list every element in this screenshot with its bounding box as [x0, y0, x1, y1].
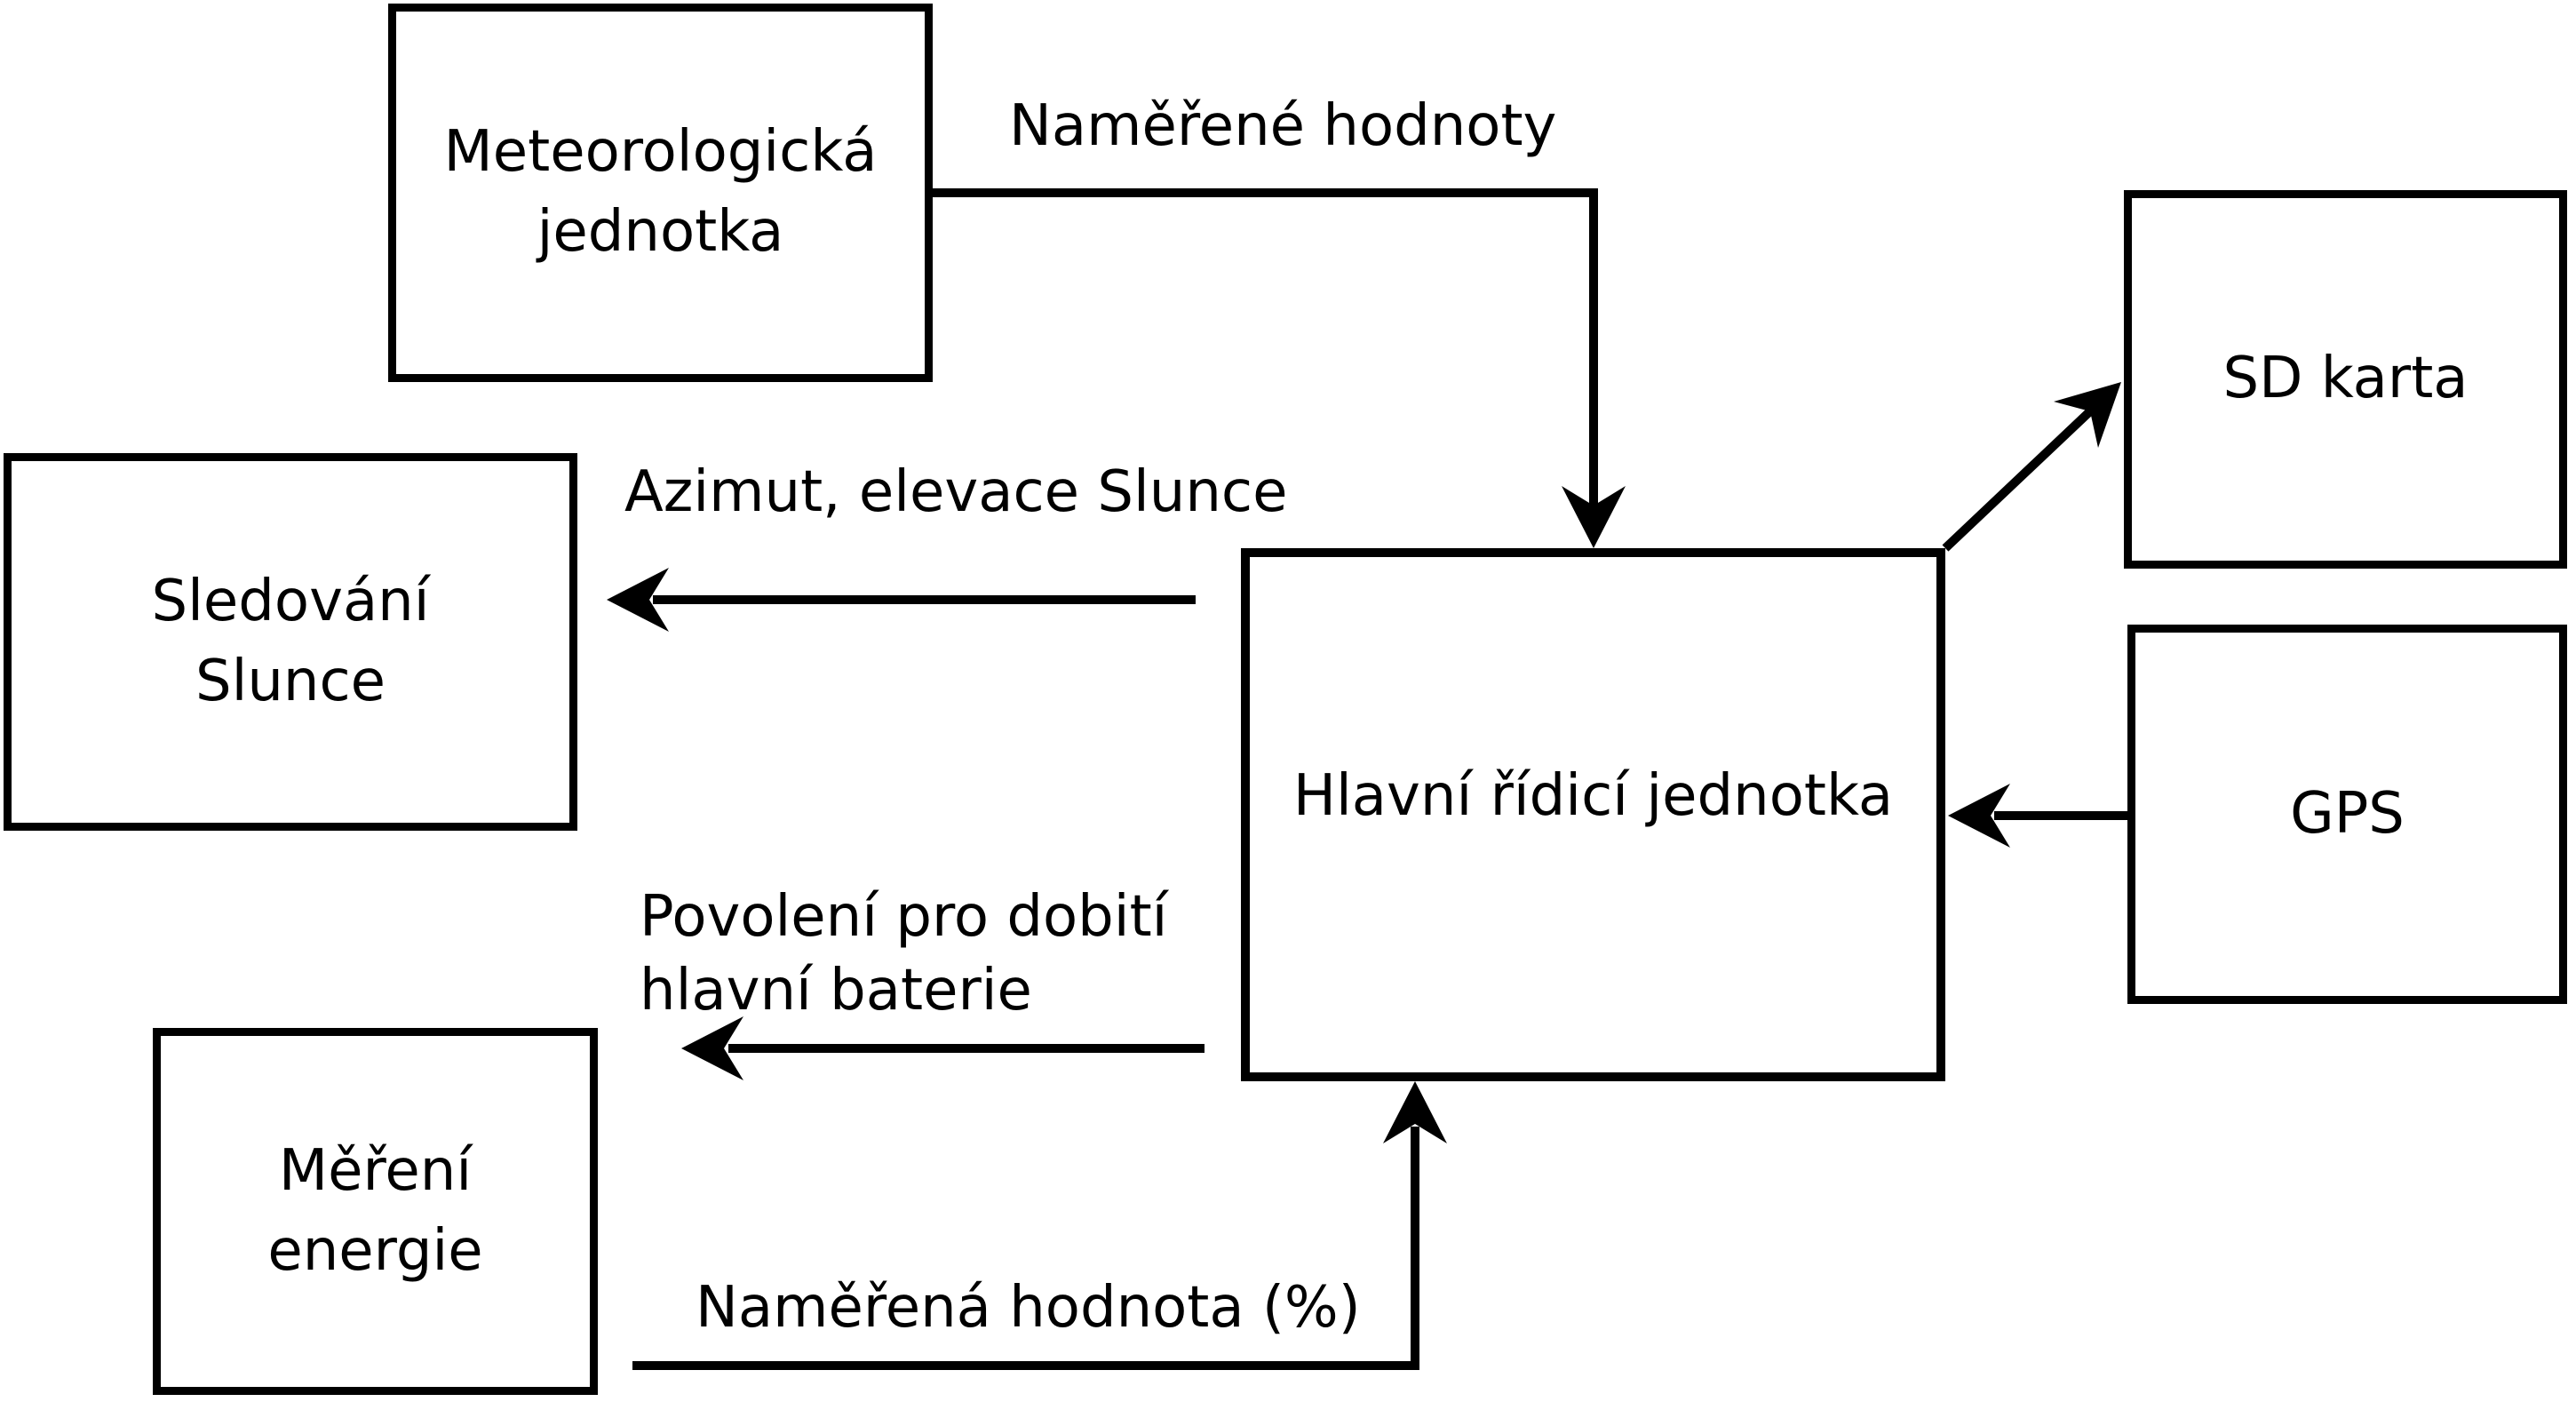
node-label: SD karta — [2222, 339, 2468, 419]
node-label-line: Měření — [278, 1137, 473, 1204]
node-label: Měření energie — [267, 1132, 482, 1291]
node-label: Meteorologická jednotka — [444, 113, 878, 272]
node-hlavni-ridici-jednotka: Hlavní řídicí jednotka — [1241, 548, 1945, 1081]
node-label-line: Hlavní řídicí jednotka — [1292, 763, 1894, 830]
node-label-line: energie — [267, 1217, 483, 1284]
node-label-line: Slunce — [195, 648, 386, 714]
edge-label-namerene-hodnoty: Naměřené hodnoty — [1009, 93, 1557, 159]
edge-meteo-to-hlavni-line — [933, 188, 1598, 508]
edge-label-povoleni-pro-dobiti: Povolení pro dobití hlavní baterie — [640, 880, 1208, 1028]
arrowhead-left-icon — [607, 568, 669, 632]
edge-label-line: Povolení pro dobití — [640, 884, 1168, 950]
arrowhead-left-icon — [1948, 784, 2010, 848]
node-gps: GPS — [2127, 625, 2567, 1004]
node-label: GPS — [2290, 775, 2405, 855]
node-sd-karta: SD karta — [2124, 190, 2567, 569]
edge-mereni-to-hlavni-line — [632, 1127, 1419, 1370]
node-label: Sledování Slunce — [152, 562, 430, 721]
node-sledovani-slunce: Sledování Slunce — [4, 453, 577, 831]
arrowhead-up-icon — [1383, 1081, 1447, 1143]
arrowhead-down-icon — [1562, 486, 1626, 548]
arrowhead-left-icon — [681, 1016, 743, 1080]
node-label-line: Sledování — [151, 568, 430, 634]
edge-label-namerena-hodnota: Naměřená hodnota (%) — [696, 1275, 1361, 1341]
node-mereni-energie: Měření energie — [153, 1028, 598, 1395]
node-label: Hlavní řídicí jednotka — [1293, 757, 1893, 837]
arrowhead-up-right-icon — [2054, 382, 2121, 448]
node-meteorologicka-jednotka: Meteorologická jednotka — [388, 4, 933, 382]
node-label-line: GPS — [2290, 780, 2405, 847]
edge-hlavni-to-sd-line — [1942, 406, 2095, 552]
node-label-line: jednotka — [537, 199, 784, 265]
node-label-line: SD karta — [2222, 346, 2469, 412]
node-label-line: Meteorologická — [443, 119, 878, 186]
edge-label-azimut-elevace-slunce: Azimut, elevace Slunce — [624, 459, 1288, 525]
edge-label-line: hlavní baterie — [640, 958, 1032, 1024]
